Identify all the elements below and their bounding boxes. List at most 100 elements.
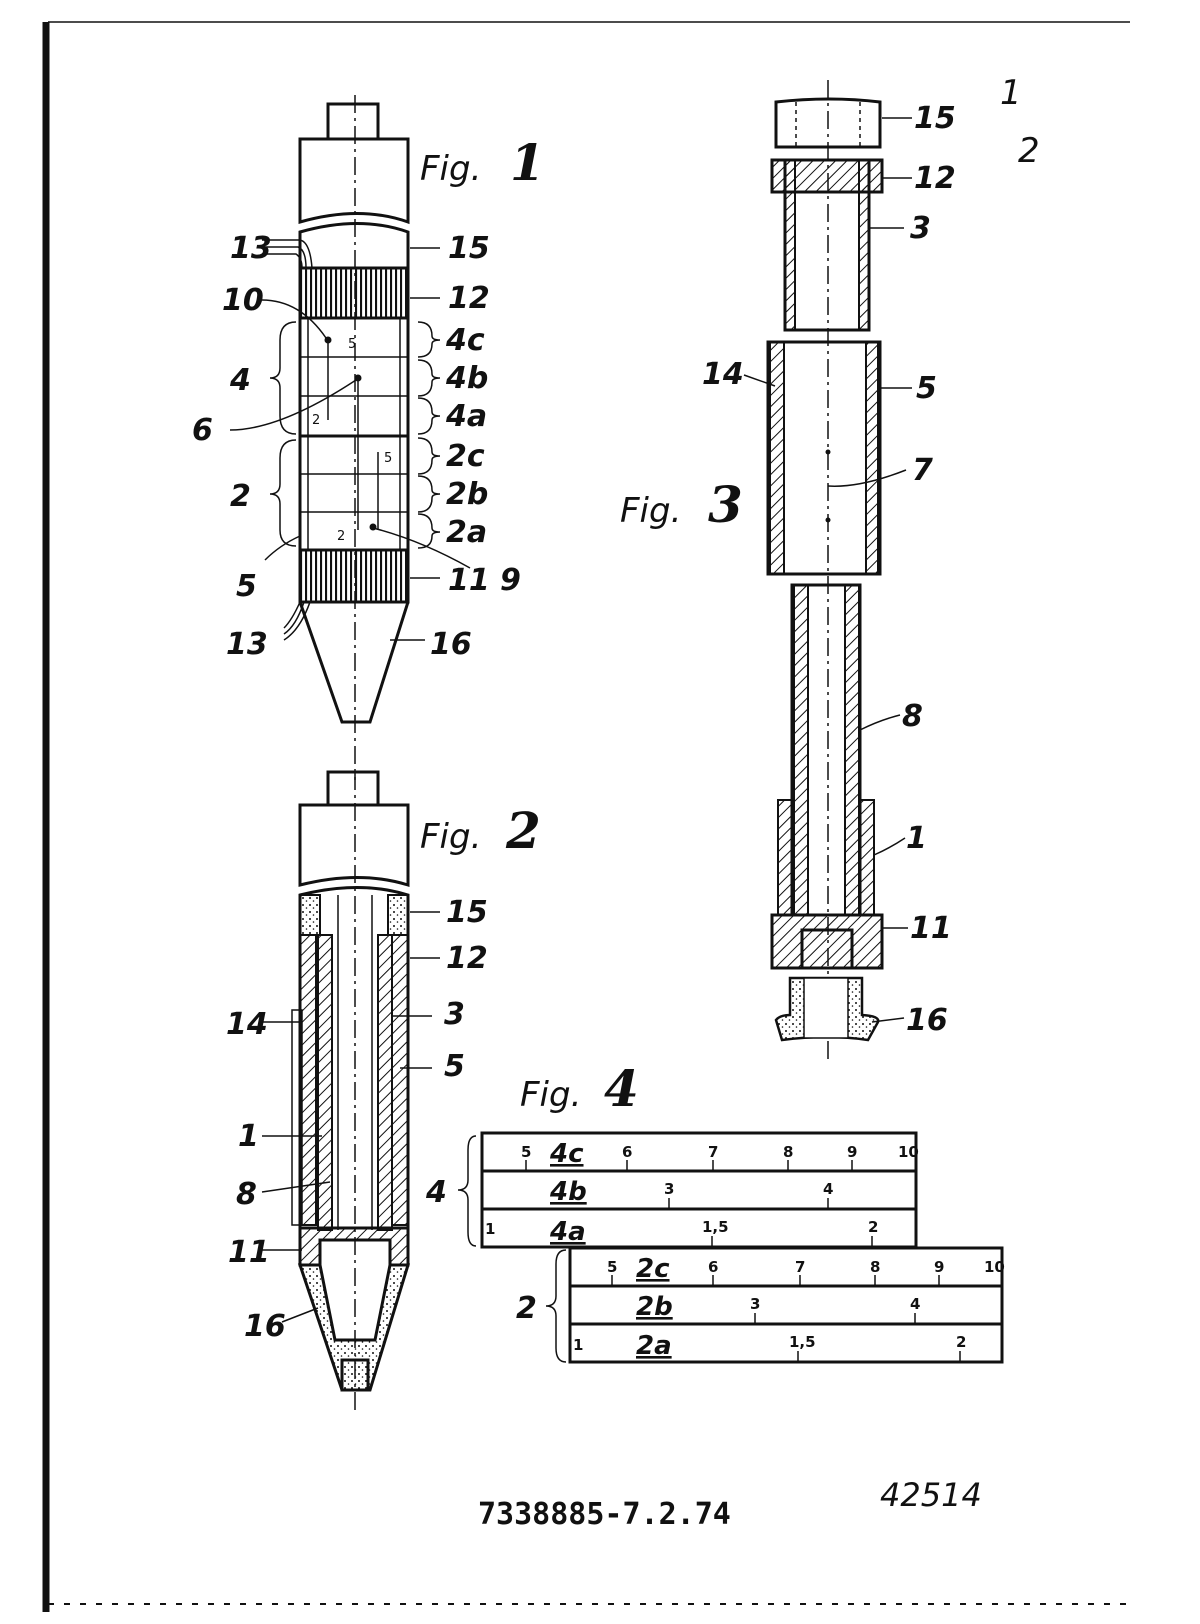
figure-2-label: Fig. xyxy=(420,817,481,857)
scale-2c: 5 6 7 8 9 10 2c xyxy=(607,1254,1005,1286)
tick-label: 6 xyxy=(708,1258,718,1276)
label-15: 15 xyxy=(914,101,956,136)
figure-2-number: 2 xyxy=(505,801,541,860)
label-6: 6 xyxy=(192,413,213,448)
scale-4a: 1 1,5 2 4a xyxy=(485,1217,878,1247)
label-14: 14 xyxy=(226,1007,268,1042)
part-11 xyxy=(298,1226,410,1267)
scale-4b: 3 4 4b xyxy=(549,1177,833,1209)
figure-3: Fig. 3 15 12 3 14 5 7 8 1 11 16 xyxy=(620,80,956,1060)
scale-group-2-label: 2 xyxy=(516,1291,537,1326)
part-1 xyxy=(777,799,793,916)
tick-label: 1,5 xyxy=(789,1333,816,1351)
tick-label: 10 xyxy=(898,1143,919,1161)
scale-4c-name: 4c xyxy=(549,1139,584,1169)
label-2: 2 xyxy=(230,479,251,514)
part-16 xyxy=(297,1263,411,1392)
figure-3-label: Fig. xyxy=(620,491,681,531)
label-2c: 2c xyxy=(446,439,485,474)
label-2b: 2b xyxy=(446,477,488,512)
scale-2b-name: 2b xyxy=(636,1292,673,1322)
label-4: 4 xyxy=(229,363,251,398)
part-15 xyxy=(299,894,321,936)
tick-label: 8 xyxy=(870,1258,880,1276)
mark-5: 5 xyxy=(348,337,356,352)
part-15 xyxy=(774,97,882,149)
tick-label: 3 xyxy=(750,1295,760,1313)
sheet-number: 42514 xyxy=(880,1476,982,1514)
tick-label: 10 xyxy=(984,1258,1005,1276)
tick-label: 2 xyxy=(956,1333,966,1351)
label-2a: 2a xyxy=(446,515,487,550)
scale-2a: 1 1,5 2 2a xyxy=(573,1331,966,1362)
tip-16 xyxy=(298,601,410,724)
tick-label: 4 xyxy=(910,1295,920,1313)
figure-1-number: 1 xyxy=(510,133,545,192)
scale-body xyxy=(298,316,410,552)
label-16: 16 xyxy=(244,1309,286,1344)
label-5: 5 xyxy=(916,371,937,406)
scale-group-2 xyxy=(568,1246,1004,1364)
tick-label: 9 xyxy=(934,1258,944,1276)
tick-label: 3 xyxy=(664,1180,674,1198)
label-10: 10 xyxy=(222,283,264,318)
mark-5: 5 xyxy=(384,451,392,466)
label-11: 11 xyxy=(228,1235,270,1270)
label-7: 7 xyxy=(912,453,933,488)
scale-4b-name: 4b xyxy=(549,1177,587,1207)
scale-2c-name: 2c xyxy=(636,1254,670,1284)
part-5 xyxy=(766,340,882,576)
label-1: 1 xyxy=(238,1119,259,1154)
figure-4: Fig. 4 4 5 6 7 8 9 10 4c 3 4 4b xyxy=(425,1059,1005,1364)
tick-label: 5 xyxy=(521,1143,531,1161)
label-12: 12 xyxy=(446,941,488,976)
tick-label: 8 xyxy=(783,1143,793,1161)
mark-2: 2 xyxy=(312,413,320,428)
part-11 xyxy=(770,913,884,970)
tick-label: 6 xyxy=(622,1143,632,1161)
scale-group-4-label: 4 xyxy=(425,1175,447,1210)
label-13-lower: 13 xyxy=(226,627,268,662)
sheet-border xyxy=(42,21,1130,1612)
ring-11 xyxy=(298,548,410,604)
tick-label: 5 xyxy=(607,1258,617,1276)
label-4a: 4a xyxy=(445,399,487,434)
figure-4-label: Fig. xyxy=(520,1075,581,1115)
label-5: 5 xyxy=(236,569,257,604)
label-12: 12 xyxy=(914,161,956,196)
tick-label: 1 xyxy=(573,1336,583,1354)
label-15: 15 xyxy=(448,231,490,266)
label-1: 1 xyxy=(906,821,927,856)
figure-1: Fig. 1 13 15 10 12 4 4c 4b 6 4a 2 2c 2b … xyxy=(192,95,545,780)
figure-2: Fig. 2 15 12 14 3 5 1 8 11 16 xyxy=(226,770,541,1410)
label-11: 11 xyxy=(910,911,952,946)
label-3: 3 xyxy=(910,211,931,246)
tick-label: 4 xyxy=(823,1180,833,1198)
label-3: 3 xyxy=(444,997,465,1032)
label-16: 16 xyxy=(430,627,472,662)
mark-2: 2 xyxy=(337,529,345,544)
tick-label: 9 xyxy=(847,1143,857,1161)
scale-2b: 3 4 2b xyxy=(636,1292,920,1324)
ring-12 xyxy=(298,266,410,320)
label-16: 16 xyxy=(906,1003,948,1038)
label-9: 9 xyxy=(500,563,521,598)
label-15: 15 xyxy=(446,895,488,930)
scale-2a-name: 2a xyxy=(636,1331,672,1361)
tick-label: 1 xyxy=(485,1220,495,1238)
corner-mark-2: 2 xyxy=(1018,131,1040,171)
label-4b: 4b xyxy=(445,361,488,396)
tick-label: 7 xyxy=(708,1143,718,1161)
label-11: 11 xyxy=(448,563,490,598)
scale-4c: 5 6 7 8 9 10 4c xyxy=(521,1139,919,1171)
tick-label: 7 xyxy=(795,1258,805,1276)
part-15 xyxy=(387,894,409,936)
tick-label: 1,5 xyxy=(702,1218,729,1236)
document-number: 7338885-7.2.74 xyxy=(478,1497,731,1532)
label-8: 8 xyxy=(902,699,923,734)
label-12: 12 xyxy=(448,281,490,316)
figure-3-number: 3 xyxy=(708,475,743,534)
label-5: 5 xyxy=(444,1049,465,1084)
label-8: 8 xyxy=(236,1177,257,1212)
